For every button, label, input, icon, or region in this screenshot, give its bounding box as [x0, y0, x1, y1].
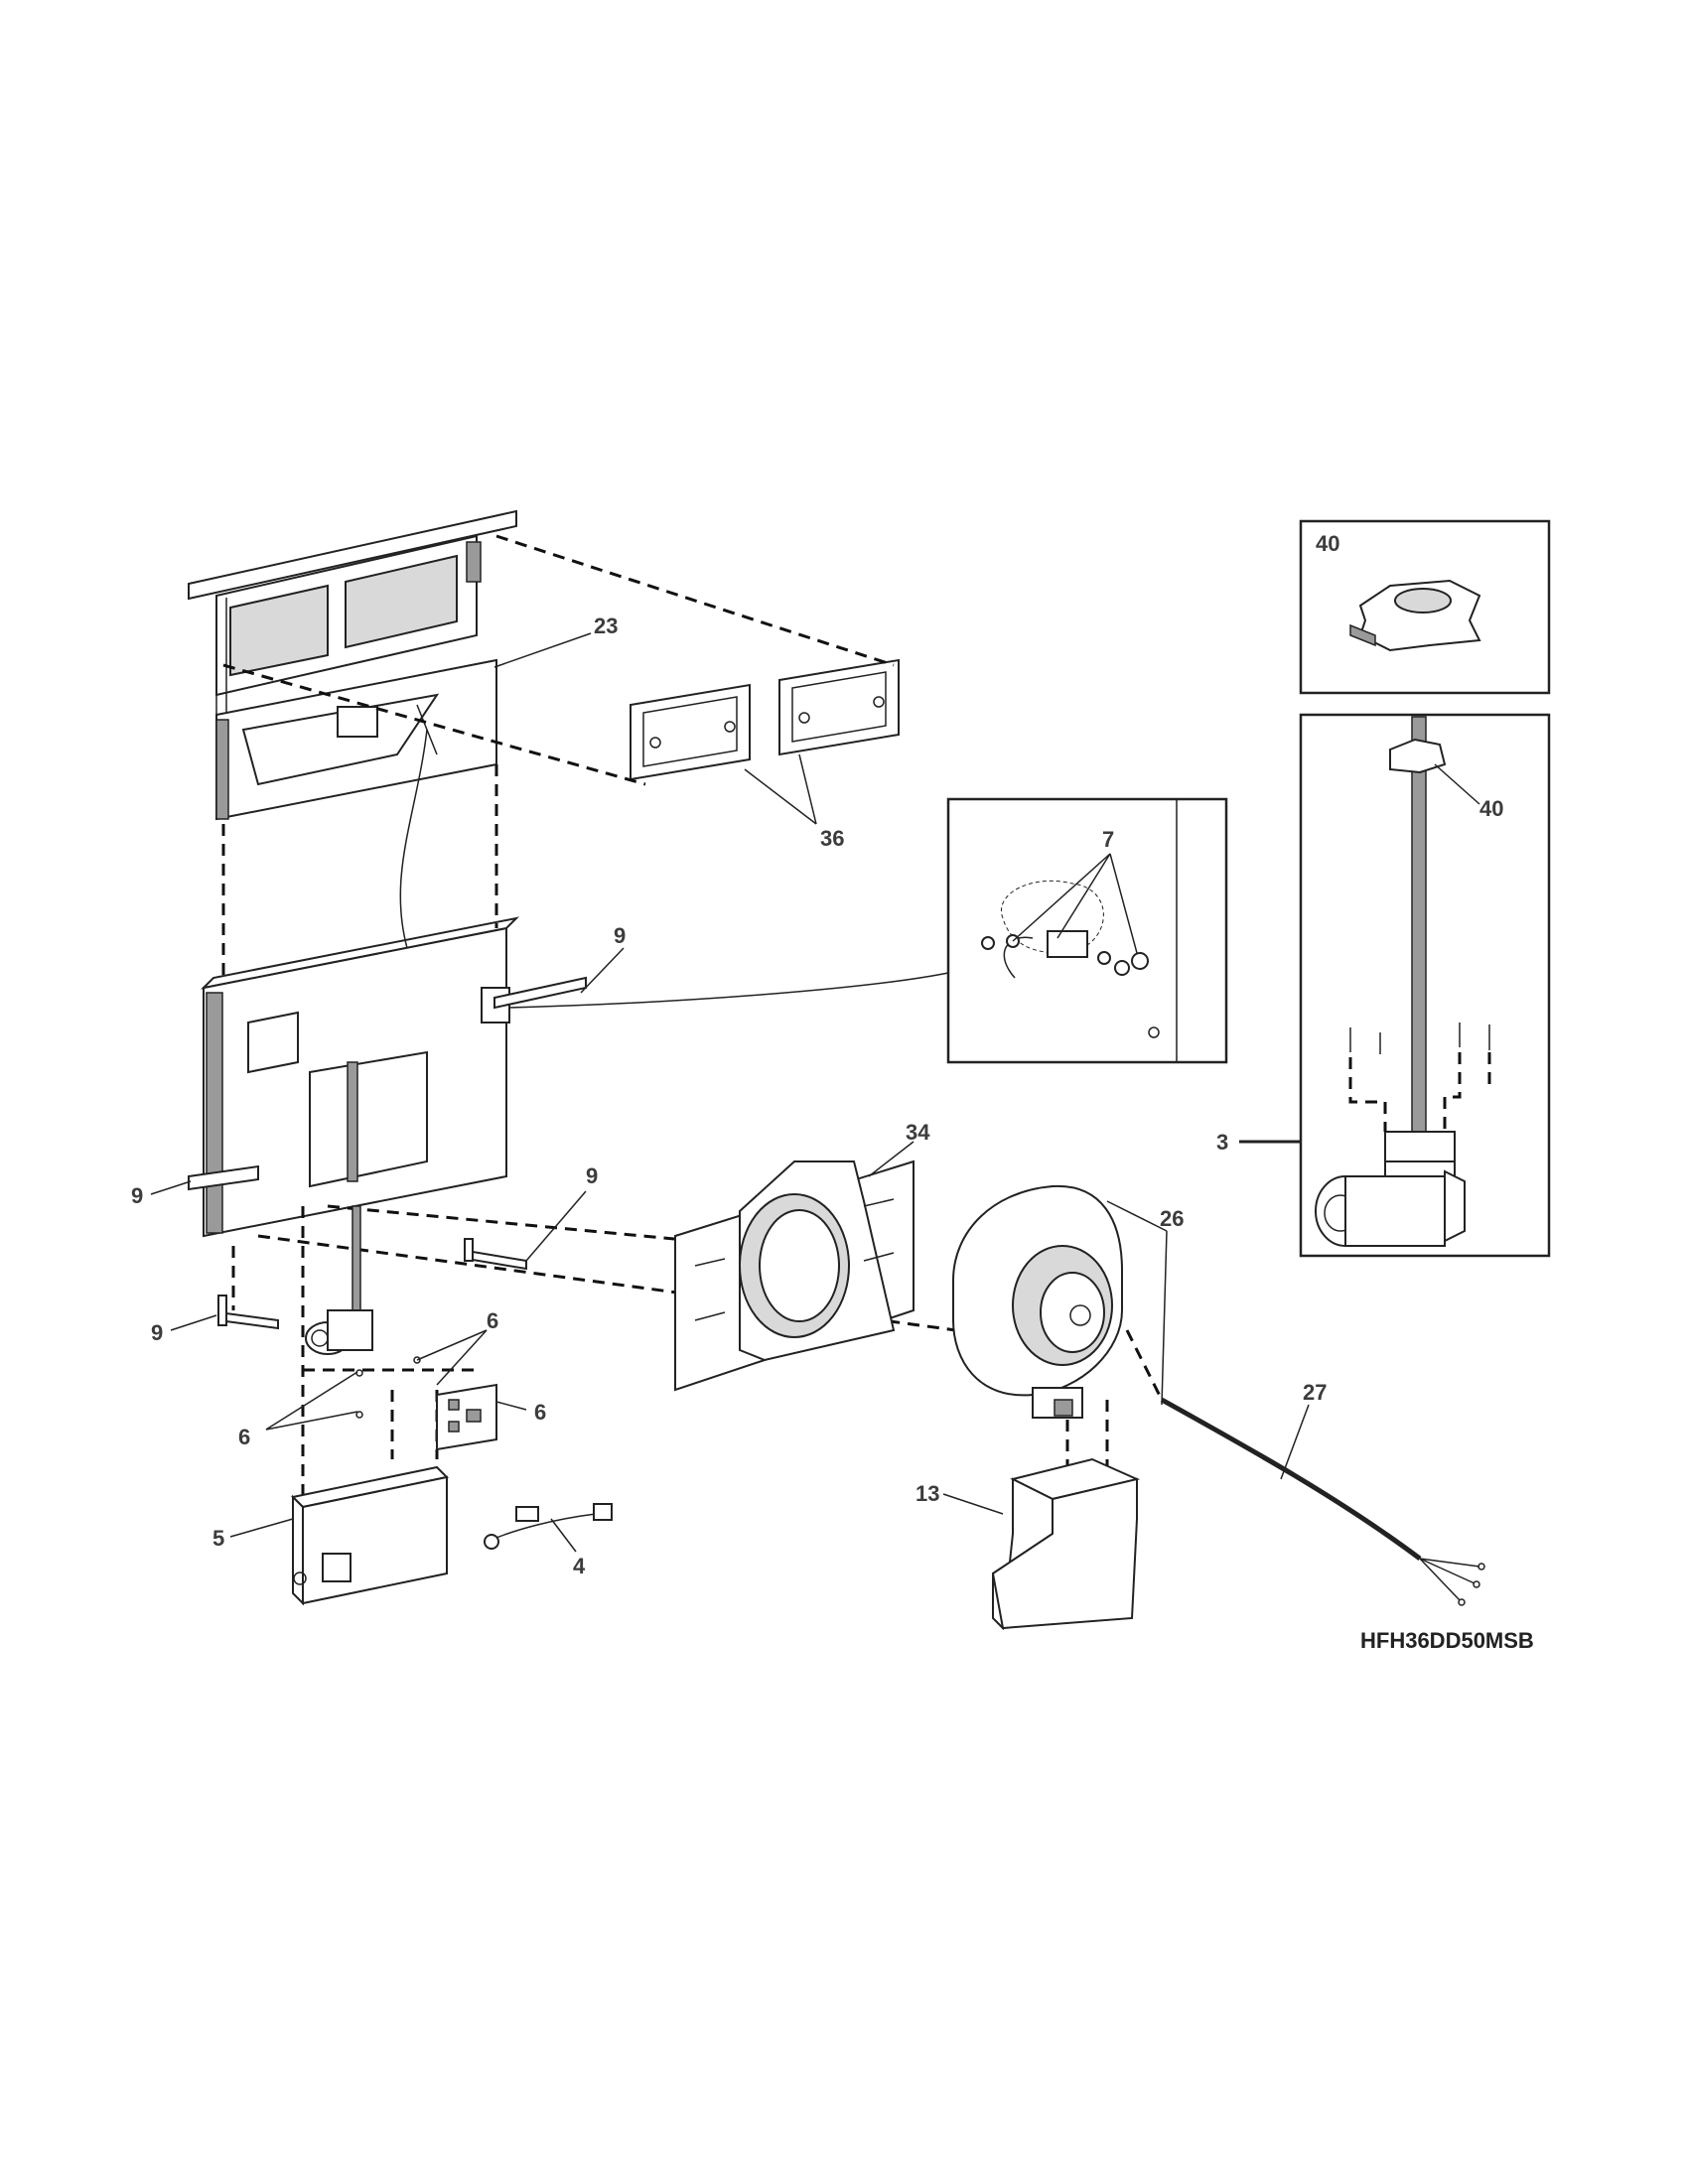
filter-panel-23: [215, 658, 497, 821]
transition-13: [991, 1457, 1141, 1631]
callout-9-left: 9: [131, 1183, 143, 1208]
callout-9-top: 9: [614, 923, 626, 948]
switch-detail-box: [946, 797, 1228, 1064]
callout-27: 27: [1303, 1380, 1327, 1405]
callout-labels: 23 36 7 9 9 9 9 34 26 27 13 6 6 6 5 4 3 …: [131, 531, 1503, 1578]
callout-9-mid: 9: [586, 1163, 598, 1188]
callout-7: 7: [1102, 827, 1114, 852]
callout-36: 36: [820, 826, 844, 851]
callout-9-bottom: 9: [151, 1320, 163, 1345]
callout-40-top: 40: [1316, 531, 1339, 556]
callout-5: 5: [212, 1526, 224, 1551]
callout-23: 23: [594, 614, 618, 638]
callout-6-top: 6: [487, 1308, 498, 1333]
detail-pointer-7: [507, 972, 949, 1009]
callout-3: 3: [1216, 1130, 1228, 1155]
top-trim-assembly: [188, 509, 517, 715]
callout-40-detail: 40: [1479, 796, 1503, 821]
callout-26: 26: [1160, 1206, 1184, 1231]
model-number: HFH36DD50MSB: [1360, 1628, 1534, 1653]
callout-6-left: 6: [238, 1425, 250, 1449]
lift-motor-detail-box: [1299, 713, 1551, 1258]
blower-26: [952, 1184, 1123, 1419]
power-cord-4: [484, 1503, 613, 1550]
main-housing-panel: [200, 729, 520, 1238]
callout-6-right: 6: [534, 1400, 546, 1425]
lift-motor-small: [305, 1205, 373, 1355]
callout-13: 13: [915, 1481, 939, 1506]
control-board-6: [355, 1356, 497, 1451]
callout-leaders: [150, 632, 1480, 1553]
duct-plate-34: [674, 1160, 914, 1392]
callout-34: 34: [906, 1120, 930, 1145]
grommet-detail-box: [1299, 519, 1551, 695]
wiring-harness-27: [1125, 1329, 1485, 1606]
filters-36: [630, 658, 900, 781]
callout-4: 4: [573, 1554, 586, 1578]
control-box-5: [290, 1465, 450, 1606]
